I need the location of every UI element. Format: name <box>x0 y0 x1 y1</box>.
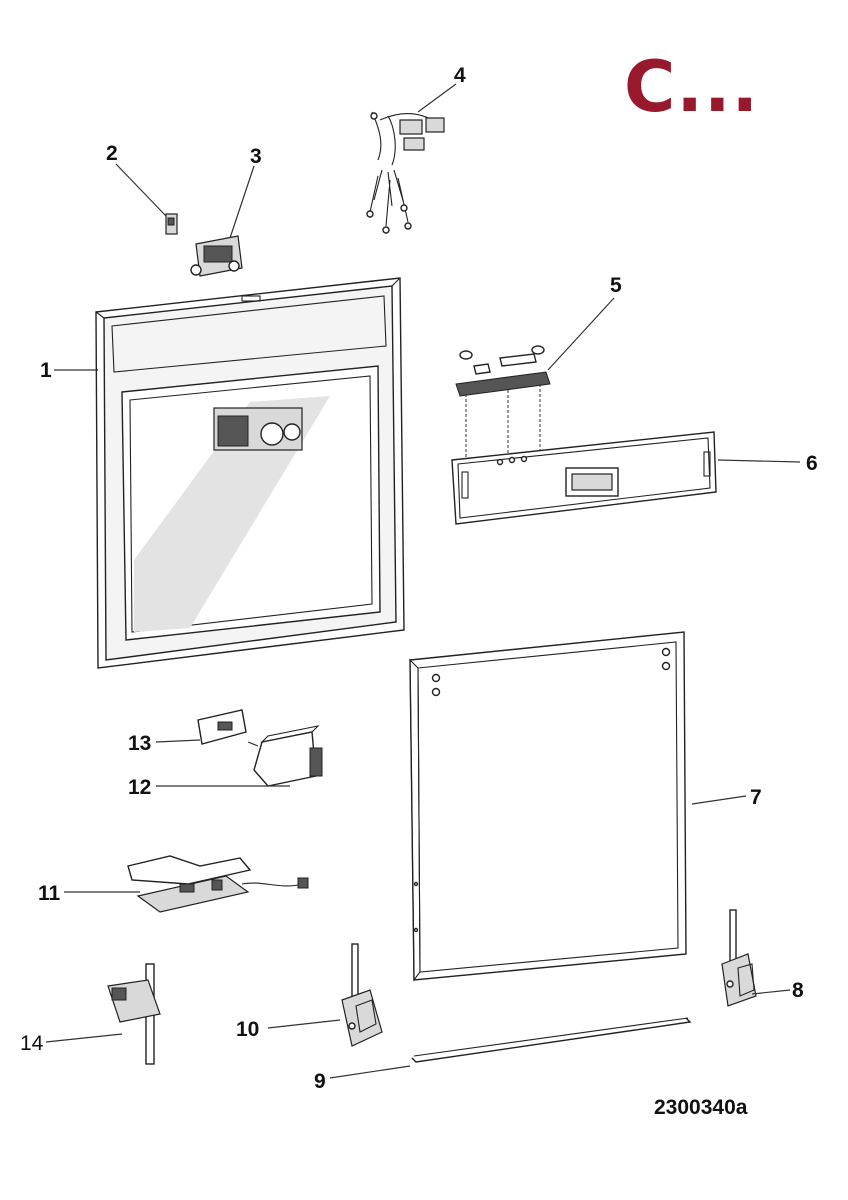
part-10-hinge-left <box>341 943 383 1047</box>
callout-10: 10 <box>236 1018 259 1041</box>
part-12-module <box>253 725 323 787</box>
callout-5: 5 <box>610 274 622 297</box>
callout-9: 9 <box>314 1070 326 1093</box>
part-4-wiring-harness <box>366 111 445 234</box>
part-7-outer-door <box>409 631 687 982</box>
callout-12: 12 <box>128 776 151 799</box>
part-2-switch <box>165 213 178 235</box>
callout-2: 2 <box>106 142 118 165</box>
part-5-button-membrane <box>455 345 551 460</box>
callout-11: 11 <box>38 882 61 905</box>
callout-6: 6 <box>806 452 818 475</box>
part-11-electronic-board <box>127 855 309 913</box>
callout-3: 3 <box>250 145 262 168</box>
part-6-control-panel <box>451 431 717 525</box>
part-14-sensor <box>107 963 161 1065</box>
callout-8: 8 <box>792 979 804 1002</box>
leader-lines <box>45 83 801 1079</box>
part-9-hinge-rod <box>411 1017 692 1063</box>
callout-7: 7 <box>750 786 762 809</box>
part-1-inner-door <box>95 277 405 669</box>
part-13-label <box>197 709 259 747</box>
callout-14: 14 <box>20 1032 44 1055</box>
callout-1: 1 <box>40 359 52 382</box>
detergent-dispenser <box>213 407 303 451</box>
drawing-code: 2300340a <box>654 1096 748 1119</box>
section-letter: C... <box>624 46 760 128</box>
part-8-hinge-right <box>721 909 757 1007</box>
callout-4: 4 <box>454 64 466 87</box>
callout-13: 13 <box>128 732 151 755</box>
part-3-door-lock <box>190 235 243 277</box>
callout-numbers: 1 2 3 4 5 6 7 8 9 10 11 12 13 14 <box>20 64 818 1093</box>
